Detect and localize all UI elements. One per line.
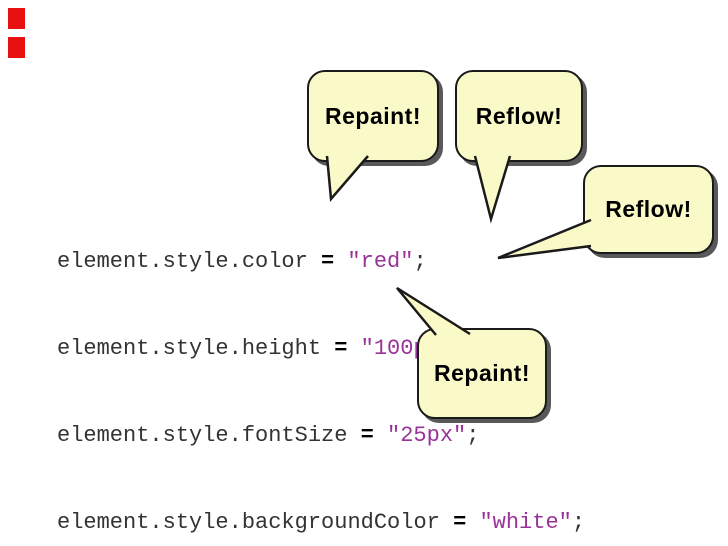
code-lhs: element.style.fontSize bbox=[57, 423, 348, 448]
string-literal: "25px" bbox=[387, 423, 467, 448]
code-line-fontsize: element.style.fontSize = "25px"; bbox=[57, 421, 585, 450]
code-line-backgroundcolor: element.style.backgroundColor = "white"; bbox=[57, 508, 585, 537]
semicolon: ; bbox=[413, 249, 427, 274]
code-line-color: element.style.color = "red"; bbox=[57, 247, 585, 276]
assignment-operator: = bbox=[360, 423, 374, 448]
callout-bubble-reflow-height: Reflow! bbox=[455, 70, 583, 162]
assignment-operator: = bbox=[321, 249, 335, 274]
semicolon: ; bbox=[466, 423, 480, 448]
string-literal: "white" bbox=[479, 510, 572, 535]
callout-label: Reflow! bbox=[605, 196, 692, 222]
callout-bubble-repaint-background: Repaint! bbox=[417, 328, 547, 419]
code-lhs: element.style.color bbox=[57, 249, 308, 274]
callout-bubble-reflow-fontsize: Reflow! bbox=[583, 165, 714, 254]
callout-bubble-repaint-color: Repaint! bbox=[307, 70, 439, 162]
string-literal: "red" bbox=[347, 249, 414, 274]
assignment-operator: = bbox=[453, 510, 467, 535]
red-square-decoration-bottom bbox=[8, 37, 25, 58]
semicolon: ; bbox=[571, 510, 586, 535]
assignment-operator: = bbox=[334, 336, 348, 361]
code-block: element.style.color = "red"; element.style… bbox=[57, 189, 585, 546]
callout-label: Repaint! bbox=[325, 102, 421, 129]
callout-label: Repaint! bbox=[434, 360, 530, 386]
code-lhs: element.style.height bbox=[57, 336, 322, 361]
red-square-decoration-top bbox=[8, 8, 25, 29]
callout-label: Reflow! bbox=[475, 102, 563, 129]
code-lhs: element.style.backgroundColor bbox=[57, 510, 440, 535]
